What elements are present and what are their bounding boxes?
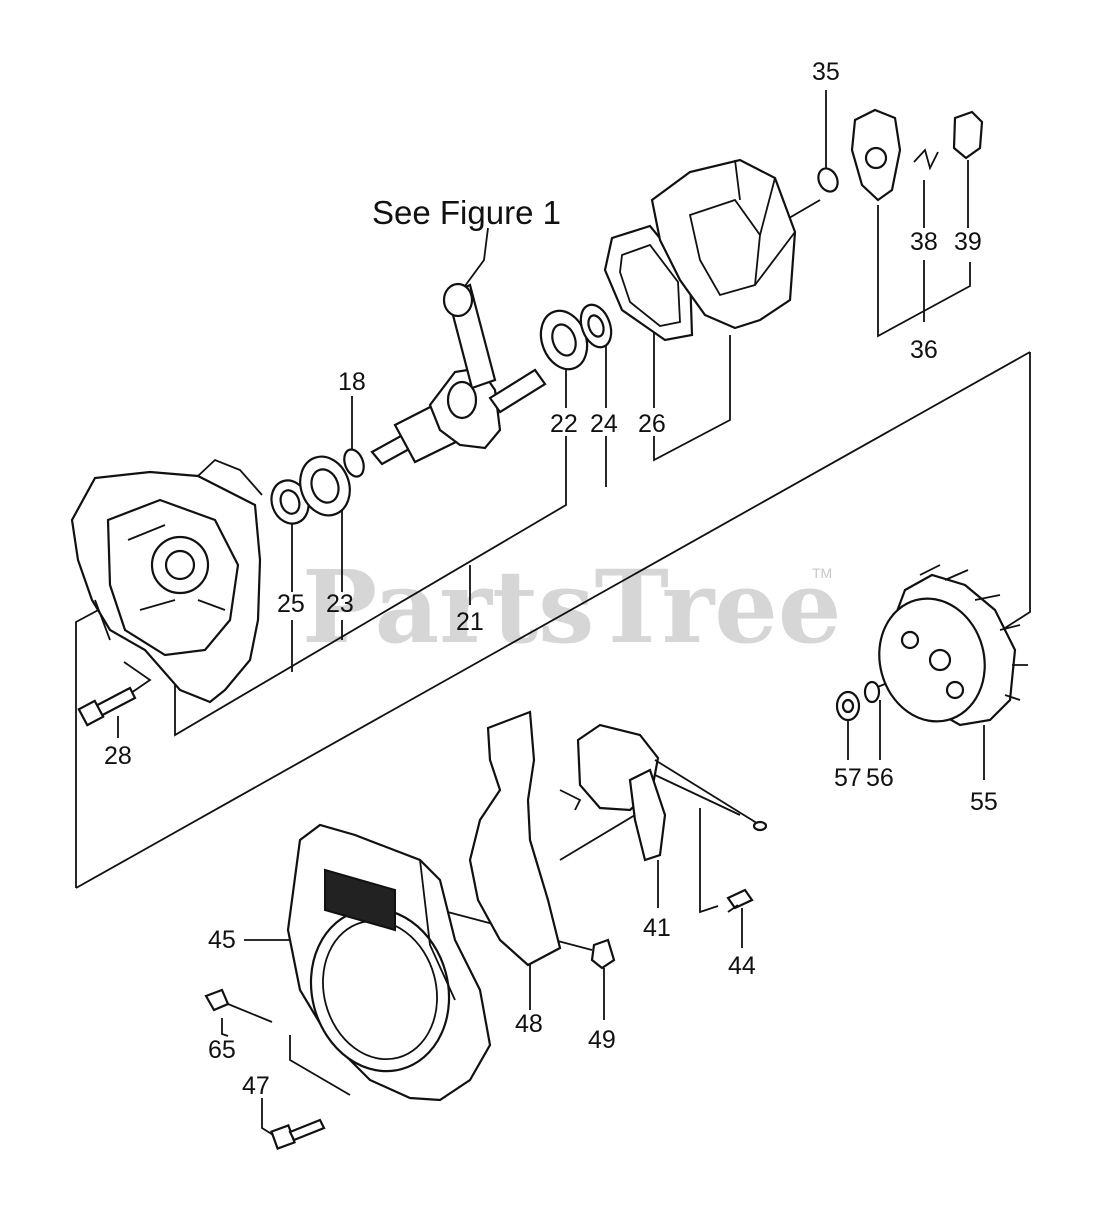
label-48: 48 <box>515 1010 543 1038</box>
label-28: 28 <box>104 742 132 770</box>
label-49: 49 <box>588 1026 616 1054</box>
see-figure-note: See Figure 1 <box>372 194 561 231</box>
washer-35 <box>817 167 839 193</box>
washer-56 <box>863 680 881 704</box>
label-25: 25 <box>277 590 305 618</box>
nut-57 <box>835 690 861 722</box>
crankshaft <box>370 282 547 466</box>
label-57: 57 <box>834 764 862 792</box>
bearing-25 <box>270 479 310 525</box>
seal-18 <box>343 448 365 478</box>
label-36: 36 <box>910 336 938 364</box>
label-22: 22 <box>550 410 578 438</box>
label-47: 47 <box>242 1072 270 1100</box>
clip-49 <box>590 938 616 970</box>
crankcase-half-right <box>650 158 797 330</box>
terminal-65 <box>204 988 273 1023</box>
screw-44 <box>726 888 754 913</box>
bolt-47 <box>270 1118 326 1150</box>
label-23: 23 <box>326 590 354 618</box>
label-21: 21 <box>456 608 484 636</box>
bearing-23 <box>299 455 351 517</box>
crankcase-half-left <box>70 458 263 704</box>
label-39: 39 <box>954 228 982 256</box>
label-24: 24 <box>590 410 618 438</box>
label-45: 45 <box>208 926 236 954</box>
bearing-22 <box>539 309 589 371</box>
seal-24 <box>579 303 613 349</box>
watermark-text: PartsTree <box>302 548 842 666</box>
label-44: 44 <box>728 952 756 980</box>
knob-39 <box>952 110 984 160</box>
label-26: 26 <box>638 410 666 438</box>
watermark-trademark: TM <box>812 565 832 581</box>
spring-38 <box>913 148 939 171</box>
label-56: 56 <box>866 764 894 792</box>
ignition-coil-41 <box>559 723 768 862</box>
label-38: 38 <box>910 228 938 256</box>
baffle-48 <box>468 710 562 967</box>
flywheel-55 <box>878 564 1028 727</box>
switch-body-36 <box>850 108 902 202</box>
label-35: 35 <box>812 58 840 86</box>
label-65: 65 <box>208 1036 236 1064</box>
label-18: 18 <box>338 368 366 396</box>
bolt-28 <box>77 686 137 727</box>
fan-housing-45 <box>286 823 492 1102</box>
label-41: 41 <box>643 914 671 942</box>
label-55: 55 <box>970 788 998 816</box>
